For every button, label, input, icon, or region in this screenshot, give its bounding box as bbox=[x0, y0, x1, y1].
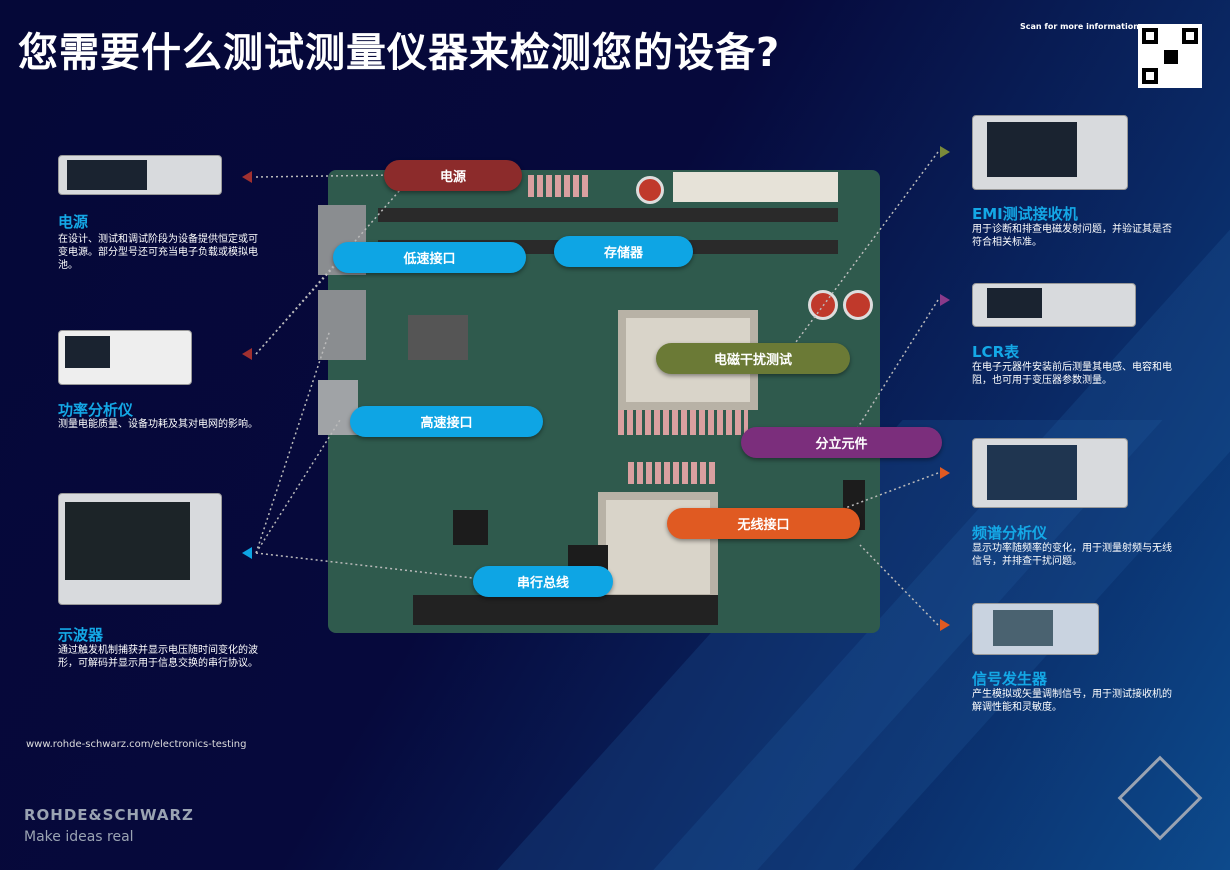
emi-receiver-heading: EMI测试接收机 bbox=[972, 205, 1078, 223]
label-wireless-interface[interactable]: 无线接口 bbox=[667, 508, 860, 539]
emi-receiver-image bbox=[972, 115, 1128, 190]
signal-generator-heading: 信号发生器 bbox=[972, 670, 1048, 688]
scan-label: Scan for more information: bbox=[1020, 22, 1143, 31]
connector bbox=[673, 172, 838, 202]
arrow-icon bbox=[242, 547, 252, 559]
power-analyzer-image bbox=[58, 330, 192, 385]
brand-name: ROHDE&SCHWARZ bbox=[24, 806, 194, 824]
power-analyzer-desc: 测量电能质量、设备功耗及其对电网的影响。 bbox=[58, 419, 258, 430]
ram-slot bbox=[378, 208, 838, 222]
resistor-array bbox=[628, 462, 718, 484]
label-discrete-components[interactable]: 分立元件 bbox=[741, 427, 942, 458]
slogan: Make ideas real bbox=[24, 829, 134, 845]
arrow-icon bbox=[940, 619, 950, 631]
capacitor bbox=[636, 176, 664, 204]
spectrum-analyzer-desc: 显示功率随频率的变化，用于测量射频与无线信号，并排查干扰问题。 bbox=[972, 543, 1172, 567]
bga-chip bbox=[408, 315, 468, 360]
arrow-icon bbox=[940, 146, 950, 158]
power-supply-image bbox=[58, 155, 222, 195]
arrow-icon bbox=[242, 348, 252, 360]
signal-generator-image bbox=[972, 603, 1099, 655]
arrow-icon bbox=[242, 171, 252, 183]
spectrum-analyzer-image bbox=[972, 438, 1128, 508]
power-analyzer-heading: 功率分析仪 bbox=[58, 401, 134, 419]
lcr-meter-desc: 在电子元器件安装前后测量其电感、电容和电阻，也可用于变压器参数测量。 bbox=[972, 362, 1172, 386]
label-memory[interactable]: 存储器 bbox=[554, 236, 693, 267]
label-serial-bus[interactable]: 串行总线 bbox=[473, 566, 613, 597]
spectrum-analyzer-heading: 频谱分析仪 bbox=[972, 524, 1048, 542]
signal-generator-desc: 产生模拟或矢量调制信号，用于测试接收机的解调性能和灵敏度。 bbox=[972, 689, 1172, 713]
line-power bbox=[255, 174, 396, 178]
power-supply-heading: 电源 bbox=[58, 213, 89, 231]
oscilloscope-image bbox=[58, 493, 222, 605]
resistor-array bbox=[528, 175, 588, 197]
oscilloscope-desc: 通过触发机制捕获并显示电压随时间变化的波形，可解码并显示用于信息交换的串行协议。 bbox=[58, 645, 258, 669]
label-low-speed-interface[interactable]: 低速接口 bbox=[333, 242, 526, 273]
page-title: 您需要什么测试测量仪器来检测您的设备? bbox=[18, 30, 781, 76]
qr-code[interactable] bbox=[1138, 24, 1202, 88]
lcr-meter-heading: LCR表 bbox=[972, 343, 1020, 361]
lcr-meter-image bbox=[972, 283, 1136, 327]
capacitor bbox=[843, 290, 873, 320]
power-supply-desc: 在设计、测试和调试阶段为设备提供恒定或可变电源。部分型号还可充当电子负载或模拟电… bbox=[58, 234, 258, 271]
pcie-slot bbox=[413, 595, 718, 625]
emi-receiver-desc: 用于诊断和排查电磁发射问题，并验证其是否符合相关标准。 bbox=[972, 224, 1172, 248]
ic-chip bbox=[453, 510, 488, 545]
website-link[interactable]: www.rohde-schwarz.com/electronics-testin… bbox=[26, 739, 247, 750]
arrow-icon bbox=[940, 294, 950, 306]
oscilloscope-heading: 示波器 bbox=[58, 626, 104, 644]
label-high-speed-interface[interactable]: 高速接口 bbox=[350, 406, 543, 437]
usb-port bbox=[318, 290, 366, 360]
arrow-icon bbox=[940, 467, 950, 479]
label-emi-test[interactable]: 电磁干扰测试 bbox=[656, 343, 850, 374]
label-power[interactable]: 电源 bbox=[384, 160, 522, 191]
resistor-array bbox=[618, 410, 748, 435]
